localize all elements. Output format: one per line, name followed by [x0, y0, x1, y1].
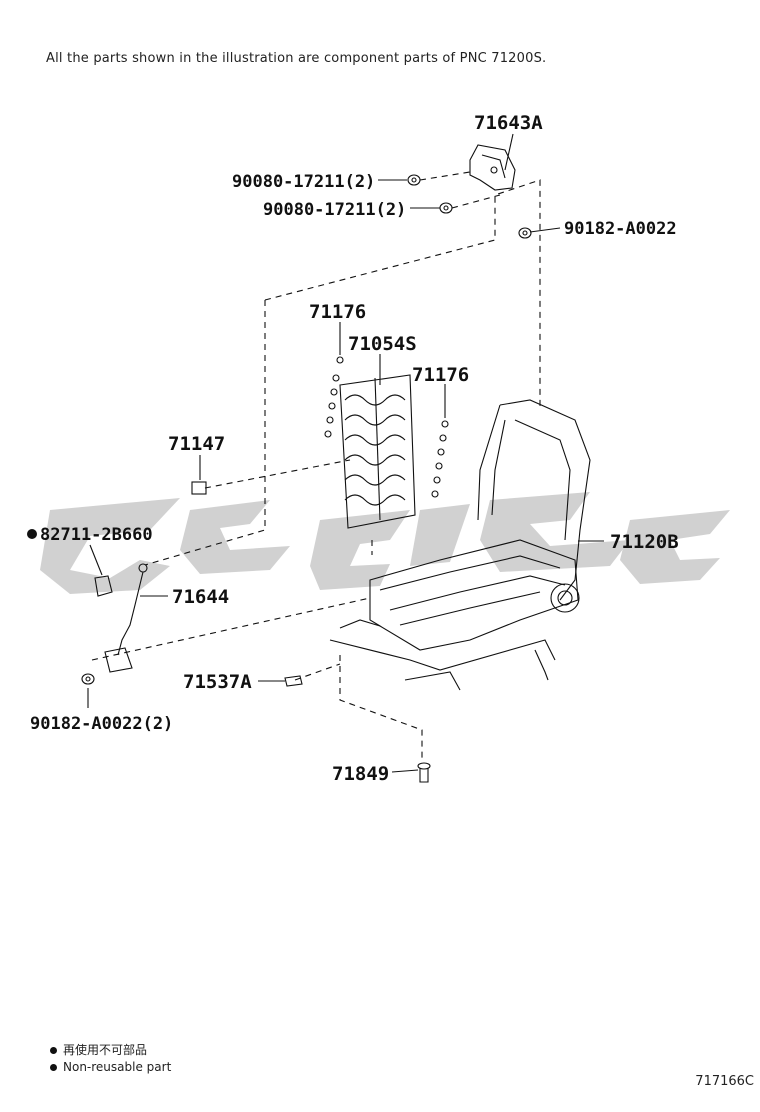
leader-71643A	[504, 133, 514, 171]
clips-71176-right	[431, 420, 449, 498]
label-71644[interactable]: 71644	[172, 586, 229, 608]
label-90080-17211-b[interactable]: 90080-17211(2)	[263, 200, 406, 220]
assembly-line-left	[144, 300, 266, 566]
bullet-icon	[50, 1047, 57, 1054]
label-71054S[interactable]: 71054S	[348, 333, 417, 355]
assembly-line-nut-b	[451, 194, 501, 209]
nut-90182-bottom	[81, 673, 95, 685]
nut-90182-top	[518, 227, 532, 239]
legend-row-jp: 再使用不可部品	[50, 1042, 171, 1059]
nut-90080-b	[439, 202, 453, 214]
non-reusable-marker-82711	[27, 529, 37, 539]
bullet-icon	[50, 1064, 57, 1071]
assembly-line-top	[264, 179, 541, 410]
header-note: All the parts shown in the illustration …	[46, 51, 547, 66]
cable-71644	[104, 563, 148, 673]
leader-82711	[89, 544, 103, 576]
label-90080-17211-a[interactable]: 90080-17211(2)	[232, 172, 375, 192]
label-71120B[interactable]: 71120B	[610, 531, 679, 553]
label-71176-b[interactable]: 71176	[412, 364, 469, 386]
legend: 再使用不可部品 Non-reusable part	[50, 1042, 171, 1076]
label-82711-2B660[interactable]: 82711-2B660	[40, 525, 153, 545]
assembly-line-nut-a	[419, 171, 471, 181]
legend-row-en: Non-reusable part	[50, 1059, 171, 1076]
label-71176-a[interactable]: 71176	[309, 301, 366, 323]
harness-82711-2B660	[94, 575, 113, 597]
legend-text-en: Non-reusable part	[63, 1060, 172, 1074]
leader-71849	[391, 769, 419, 773]
bracket-71643A	[469, 144, 516, 191]
lever-71537A	[284, 675, 303, 687]
label-90182-A0022-bottom[interactable]: 90182-A0022(2)	[30, 714, 173, 734]
label-71849[interactable]: 71849	[332, 763, 389, 785]
label-90182-A0022-top[interactable]: 90182-A0022	[564, 219, 677, 239]
pad-71147	[191, 481, 207, 495]
nut-90080-a	[407, 174, 421, 186]
seat-frame-71120B	[329, 399, 591, 691]
legend-text-jp: 再使用不可部品	[63, 1043, 148, 1057]
spring-mat-71054S	[339, 374, 416, 529]
leader-90182-top	[529, 227, 561, 233]
assembly-line-71537A	[294, 663, 341, 681]
assembly-line-bottom-left	[91, 597, 371, 661]
assembly-line-71849	[339, 655, 423, 760]
diagram-code: 717166C	[695, 1074, 754, 1089]
label-71147[interactable]: 71147	[168, 433, 225, 455]
label-71643A[interactable]: 71643A	[474, 112, 543, 134]
label-71537A[interactable]: 71537A	[183, 671, 252, 693]
assembly-line-71147	[204, 459, 351, 489]
clips-71176-left	[324, 356, 344, 438]
bolt-71849	[417, 762, 431, 783]
